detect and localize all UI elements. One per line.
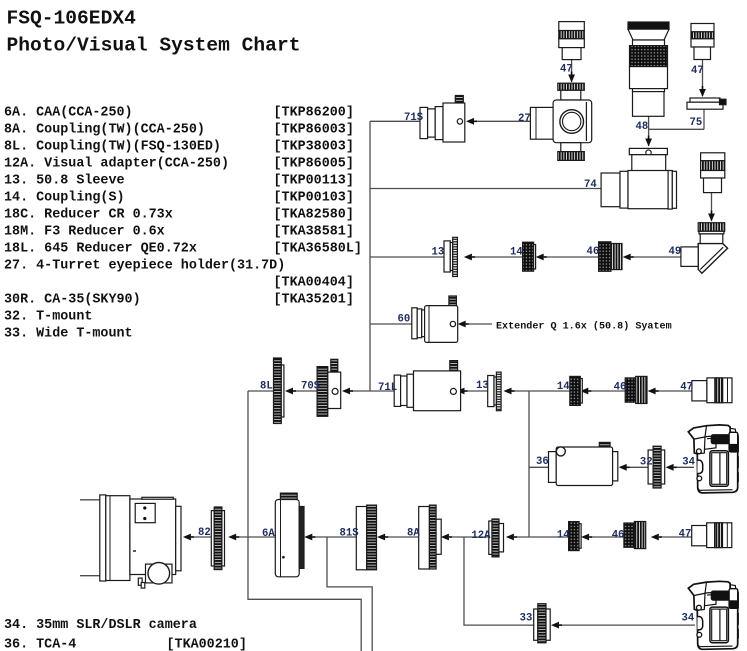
svg-text:14: 14 [557,381,570,393]
svg-text:Extender Q 1.6x (50.8) Syatem: Extender Q 1.6x (50.8) Syatem [496,321,672,333]
svg-text:18M. F3 Reducer 0.6x: 18M. F3 Reducer 0.6x [4,224,165,239]
svg-text:[TKA36580L]: [TKA36580L] [274,241,362,256]
svg-text:12A: 12A [471,530,491,542]
svg-text:36: 36 [536,456,549,468]
svg-text:34: 34 [682,456,695,468]
svg-text:14. Coupling(S): 14. Coupling(S) [4,190,125,205]
svg-text:14: 14 [557,529,570,541]
svg-text:[TKA00404]: [TKA00404] [274,275,354,290]
svg-text:71S: 71S [404,112,424,124]
svg-text:[TKP86003]: [TKP86003] [274,122,354,137]
svg-text:6A. CAA(CCA-250): 6A. CAA(CCA-250) [4,105,133,120]
svg-text:6A: 6A [262,528,275,540]
svg-text:49: 49 [669,246,682,258]
svg-text:[TKP86005]: [TKP86005] [274,156,354,171]
svg-text:47: 47 [679,528,692,540]
svg-text:8L: 8L [260,381,273,393]
svg-text:[TKA38581]: [TKA38581] [274,224,354,239]
svg-text:[TKA00210]: [TKA00210] [167,638,247,651]
svg-text:47: 47 [560,64,573,76]
svg-text:[TKP38003]: [TKP38003] [274,139,354,154]
svg-text:18C. Reducer CR 0.73x: 18C. Reducer CR 0.73x [4,207,173,222]
svg-text:47: 47 [691,65,704,77]
svg-text:60: 60 [398,314,411,326]
svg-text:8A. Coupling(TW)(CCA-250): 8A. Coupling(TW)(CCA-250) [4,122,205,137]
svg-text:12A. Visual adapter(CCA-250): 12A. Visual adapter(CCA-250) [4,156,229,171]
svg-text:Photo/Visual System Chart: Photo/Visual System Chart [7,35,301,57]
svg-text:[TKA35201]: [TKA35201] [274,292,354,307]
svg-text:81S: 81S [340,528,360,540]
svg-text:FSQ-106EDX4: FSQ-106EDX4 [7,8,137,30]
svg-text:27. 4-Turret eyepiece holder(3: 27. 4-Turret eyepiece holder(31.7D) [4,258,285,273]
svg-text:46: 46 [587,246,600,258]
svg-text:13. 50.8 Sleeve: 13. 50.8 Sleeve [4,173,125,188]
svg-text:14: 14 [510,247,523,259]
svg-text:33: 33 [520,613,533,625]
svg-text:32: 32 [640,457,653,469]
svg-text:46: 46 [612,529,625,541]
svg-text:[TKP00103]: [TKP00103] [274,190,354,205]
svg-text:71L: 71L [378,382,397,394]
svg-text:34: 34 [682,613,695,625]
svg-text:47: 47 [680,382,693,394]
svg-text:13: 13 [476,380,489,392]
svg-text:[TKP00113]: [TKP00113] [274,173,354,188]
svg-text:13: 13 [432,247,445,259]
svg-text:33. Wide T-mount: 33. Wide T-mount [4,326,133,341]
svg-text:34. 35mm SLR/DSLR camera: 34. 35mm SLR/DSLR camera [4,618,197,633]
svg-text:46: 46 [614,382,627,394]
svg-text:8A: 8A [407,528,420,540]
svg-text:82: 82 [198,527,211,539]
svg-text:70S: 70S [301,381,321,393]
svg-text:8L. Coupling(TW)(FSQ-130ED): 8L. Coupling(TW)(FSQ-130ED) [4,139,221,154]
svg-text:27: 27 [518,113,531,125]
svg-text:18L. 645 Reducer QE0.72x: 18L. 645 Reducer QE0.72x [4,241,197,256]
svg-text:48: 48 [636,121,649,133]
svg-text:74: 74 [584,179,597,191]
svg-text:30R. CA-35(SKY90): 30R. CA-35(SKY90) [4,292,141,307]
svg-text:75: 75 [690,117,703,129]
svg-text:32. T-mount: 32. T-mount [4,309,92,324]
svg-text:36. TCA-4: 36. TCA-4 [4,638,76,651]
svg-text:[TKP86200]: [TKP86200] [274,105,354,120]
svg-text:[TKA82580]: [TKA82580] [274,207,354,222]
